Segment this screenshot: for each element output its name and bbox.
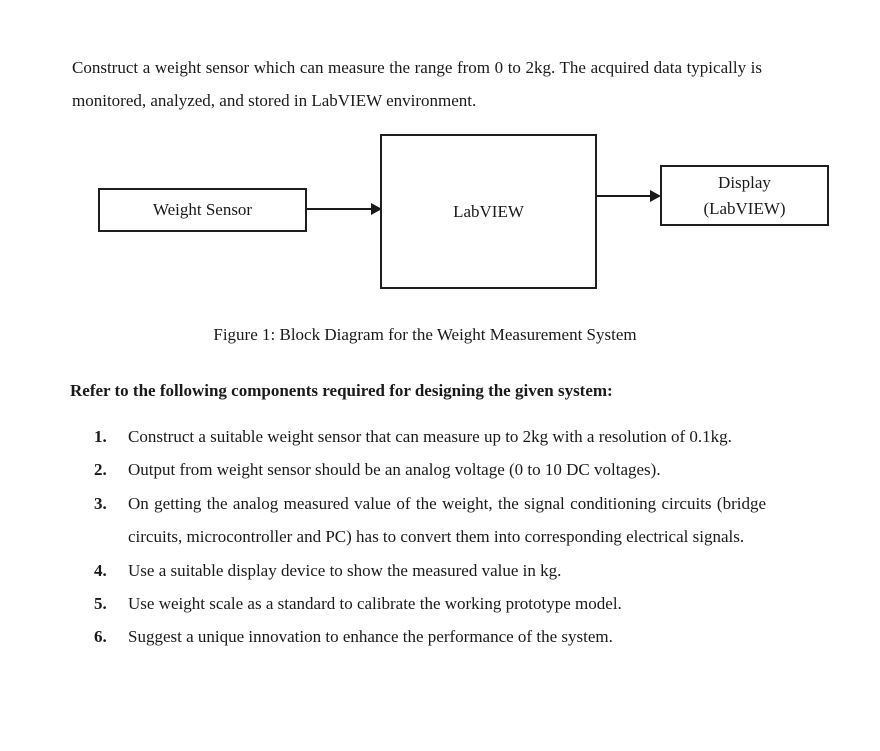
labview-box: LabVIEW	[380, 134, 597, 289]
item-text: On getting the analog measured value of …	[128, 493, 766, 547]
item-number: 6.	[94, 627, 107, 647]
item-text: Use weight scale as a standard to calibr…	[128, 594, 622, 614]
item-text: Use a suitable display device to show th…	[128, 560, 562, 580]
intro-paragraph: Construct a weight sensor which can meas…	[72, 58, 762, 110]
item-number: 1.	[94, 427, 107, 446]
list-item: 5. Use weight scale as a standard to cal…	[94, 587, 766, 620]
labview-label: LabVIEW	[453, 201, 524, 221]
weight-sensor-label: Weight Sensor	[152, 200, 253, 220]
item-number: 5.	[94, 594, 107, 614]
arrow-weight-to-labview	[307, 203, 382, 215]
list-item: 2. Output from weight sensor should be a…	[94, 453, 766, 486]
weight-sensor-box: Weight Sensor	[98, 188, 307, 232]
block-diagram: Weight Sensor LabVIEW Display (LabVIEW)	[0, 134, 880, 290]
display-label-line1: Display	[718, 173, 771, 192]
item-text: Construct a suitable weight sensor that …	[128, 427, 732, 446]
arrow-labview-to-display	[597, 190, 661, 202]
list-item: 1. Construct a suitable weight sensor th…	[94, 420, 766, 453]
item-text: Suggest a unique innovation to enhance t…	[128, 627, 613, 647]
item-number: 4.	[94, 560, 107, 580]
figure-caption: Figure 1: Block Diagram for the Weight M…	[213, 325, 637, 344]
components-list: 1. Construct a suitable weight sensor th…	[94, 420, 766, 654]
list-item: 4. Use a suitable display device to show…	[94, 554, 766, 587]
list-item: 6. Suggest a unique innovation to enhanc…	[94, 620, 766, 653]
list-item: 3. On getting the analog measured value …	[94, 487, 766, 554]
item-number: 3.	[94, 493, 107, 513]
item-number: 2.	[94, 460, 107, 480]
display-box: Display (LabVIEW)	[660, 165, 829, 226]
item-text: Output from weight sensor should be an a…	[128, 460, 661, 480]
display-label-line2: (LabVIEW)	[703, 198, 786, 218]
section-heading: Refer to the following components requir…	[70, 381, 613, 400]
